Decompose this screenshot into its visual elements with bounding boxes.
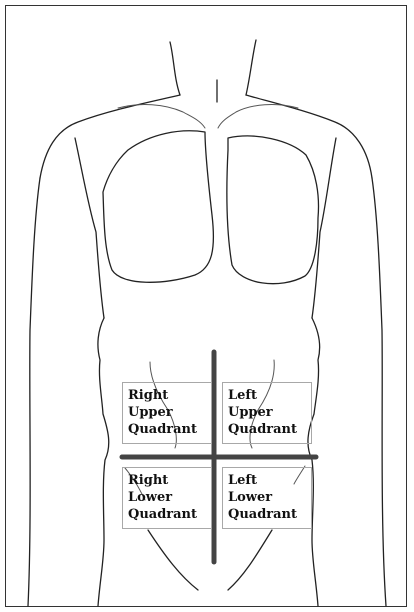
left-lower-line1: Left: [228, 472, 311, 489]
right-clavicle-line: [218, 105, 298, 128]
right-waist-line: [308, 318, 320, 606]
right-lower-line2: Lower: [128, 489, 211, 506]
right-lower-line1: Right: [128, 472, 211, 489]
right-upper-line3: Quadrant: [128, 421, 211, 438]
right-upper-quadrant-label: Right Upper Quadrant: [122, 382, 212, 444]
left-upper-line1: Left: [228, 387, 311, 404]
right-arm-line: [372, 178, 386, 606]
left-lower-line2: Lower: [228, 489, 311, 506]
neck-left-line: [170, 42, 180, 95]
left-pectoral-line: [103, 131, 213, 283]
left-lower-line3: Quadrant: [228, 506, 311, 523]
neck-right-line: [246, 40, 256, 95]
right-pectoral-line: [227, 136, 319, 284]
right-lower-line3: Quadrant: [128, 506, 211, 523]
right-upper-line1: Right: [128, 387, 211, 404]
left-lower-quadrant-label: Left Lower Quadrant: [222, 467, 312, 529]
right-shoulder-line: [246, 95, 372, 178]
right-groin-line: [228, 530, 272, 590]
left-upper-line3: Quadrant: [228, 421, 311, 438]
left-waist-line: [98, 318, 109, 606]
left-clavicle-line: [118, 105, 205, 128]
left-shoulder-line: [40, 95, 180, 178]
left-arm-line: [28, 178, 40, 606]
right-armpit-line: [312, 138, 336, 318]
left-upper-quadrant-label: Left Upper Quadrant: [222, 382, 312, 444]
left-armpit-line: [75, 138, 104, 318]
right-upper-line2: Upper: [128, 404, 211, 421]
left-upper-line2: Upper: [228, 404, 311, 421]
left-groin-line: [148, 530, 198, 590]
right-lower-quadrant-label: Right Lower Quadrant: [122, 467, 212, 529]
